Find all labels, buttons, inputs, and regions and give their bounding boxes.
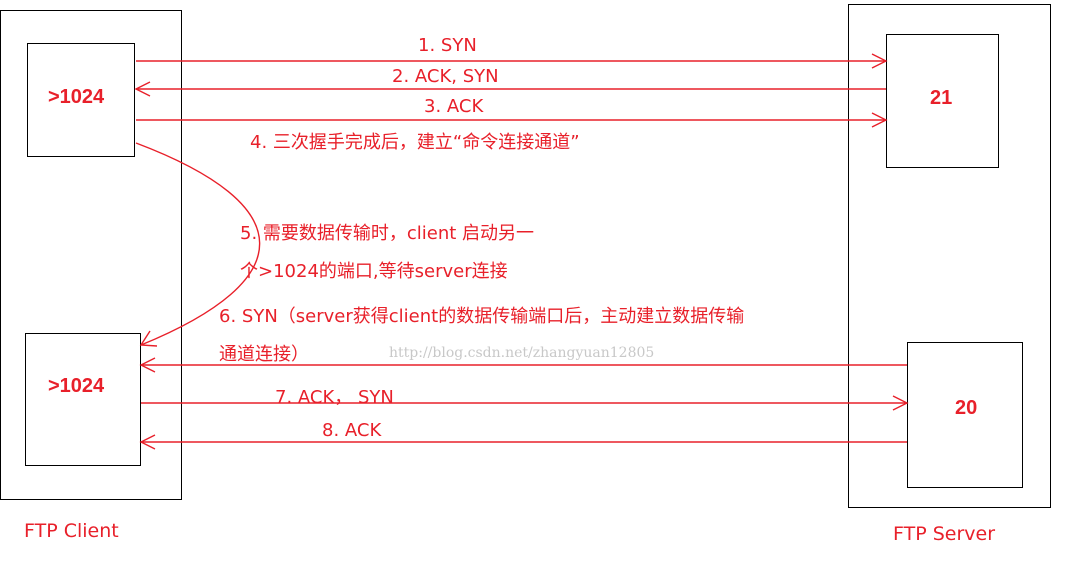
step-4-label: 4. 三次握手完成后，建立“命令连接通道” (250, 132, 580, 153)
arrowhead-step-5 (139, 330, 158, 347)
ftp-server-frame (848, 4, 1051, 508)
step-7-label: 7. ACK， SYN (275, 387, 394, 408)
client-command-port-label: >1024 (48, 86, 105, 108)
server-data-port-label: 20 (955, 397, 978, 419)
server-command-port-box (886, 34, 999, 168)
step-5-label-line1: 5. 需要数据传输时，client 启动另一 (240, 223, 535, 244)
watermark-text: http://blog.csdn.net/zhangyuan12805 (389, 345, 655, 361)
server-command-port-label: 21 (930, 87, 953, 109)
arrowhead-step-3 (871, 112, 888, 128)
step-6-label-line1: 6. SYN（server获得client的数据传输端口后，主动建立数据传输 (219, 306, 745, 327)
client-data-port-label: >1024 (48, 375, 105, 397)
arrowhead-step-6 (139, 357, 156, 373)
step-6-label-line2: 通道连接） (219, 344, 309, 365)
arrowhead-step-8 (139, 434, 156, 450)
arrowhead-step-2 (134, 81, 151, 97)
arrowhead-step-7 (892, 395, 909, 411)
step-3-label: 3. ACK (424, 96, 484, 117)
ftp-client-caption: FTP Client (24, 520, 119, 542)
ftp-server-caption: FTP Server (893, 523, 996, 545)
server-data-port-box (907, 342, 1023, 488)
client-data-port-box (25, 333, 141, 466)
ftp-client-frame (0, 10, 182, 500)
step-5-label-line2: 个>1024的端口,等待server连接 (240, 261, 508, 282)
step-1-label: 1. SYN (418, 35, 477, 56)
step-8-label: 8. ACK (322, 420, 382, 441)
arrow-step-5 (135, 142, 261, 346)
step-2-label: 2. ACK, SYN (392, 66, 499, 87)
client-command-port-box (27, 43, 135, 157)
arrowhead-step-1 (871, 53, 888, 69)
